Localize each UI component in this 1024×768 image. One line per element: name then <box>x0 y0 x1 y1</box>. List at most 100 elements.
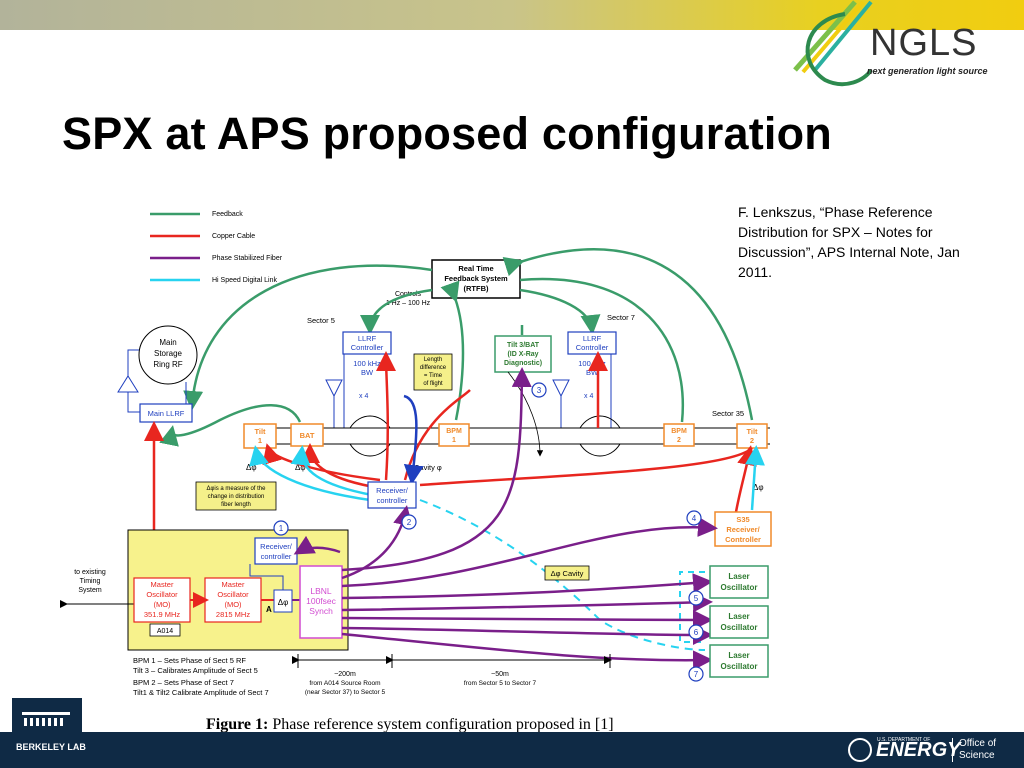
main-llrf-label: Main LLRF <box>148 409 185 418</box>
doe-logo: ENERGY <box>848 735 960 765</box>
office-line2: Science <box>959 750 995 761</box>
dphi-cavity-note <box>544 565 590 581</box>
cavity-phi-label: Cavity φ <box>414 463 442 472</box>
svg-text:Oscillator: Oscillator <box>217 590 249 599</box>
doe-small-text: U.S. DEPARTMENT OF <box>877 737 931 743</box>
svg-text:Receiver/: Receiver/ <box>376 486 409 495</box>
svg-text:Tilt: Tilt <box>746 427 758 436</box>
controls-rate: 1 Hz – 100 Hz <box>386 300 431 307</box>
tilt3-bat-box <box>494 335 552 373</box>
legend: Feedback Copper Cable Phase Stabilized F… <box>150 211 283 284</box>
svg-text:change in distribution: change in distribution <box>208 494 265 500</box>
svg-text:Oscillator: Oscillator <box>146 590 178 599</box>
svg-text:fiber length: fiber length <box>221 502 251 508</box>
figure-caption: Figure 1: Phase reference system configu… <box>206 716 614 734</box>
svg-text:1: 1 <box>279 524 284 533</box>
dphi-bat: Δφ <box>295 463 306 472</box>
svg-text:Tilt 3/BAT: Tilt 3/BAT <box>507 342 540 349</box>
svg-text:6: 6 <box>694 628 699 637</box>
svg-text:2: 2 <box>677 437 681 444</box>
svg-text:Storage: Storage <box>154 349 183 358</box>
svg-text:A014: A014 <box>157 628 173 635</box>
bpm1-box <box>438 423 470 447</box>
svg-text:Laser: Laser <box>728 612 749 621</box>
llrf5-bw1: 100 kHz <box>353 359 381 368</box>
office-of-science: Office of Science <box>952 738 996 762</box>
svg-text:(MO): (MO) <box>153 600 171 609</box>
svg-text:Receiver/: Receiver/ <box>726 525 760 534</box>
rtfb-line1: Real Time <box>458 264 493 273</box>
laser-oscillator-3 <box>709 644 769 678</box>
a014-box <box>149 623 181 637</box>
svg-text:Receiver/: Receiver/ <box>260 542 293 551</box>
ngls-wordmark: NGLS <box>870 22 978 64</box>
legend-copper: Copper Cable <box>212 233 255 240</box>
note-tilt3: Tilt 3 – Calibrates Amplitude of Sect 5 <box>133 666 258 675</box>
svg-text:~200m: ~200m <box>334 671 356 678</box>
legend-feedback: Feedback <box>212 211 243 218</box>
svg-text:A: A <box>266 605 272 614</box>
svg-text:LBNL: LBNL <box>310 586 332 596</box>
svg-text:1: 1 <box>258 436 262 445</box>
caption-label: Figure 1: <box>206 716 269 733</box>
legend-digital: Hi Speed Digital Link <box>212 277 277 284</box>
receiver-source-box <box>254 537 298 565</box>
svg-text:controller: controller <box>377 496 408 505</box>
svg-text:Oscillator: Oscillator <box>721 583 758 592</box>
ngls-logo <box>785 0 1024 100</box>
dphi-tilt1: Δφ <box>246 463 257 472</box>
svg-text:3: 3 <box>537 386 542 395</box>
tilt2-box <box>736 423 768 449</box>
ngls-swoosh-icon <box>793 0 873 87</box>
svg-text:Synch: Synch <box>309 606 333 616</box>
svg-text:System: System <box>78 587 102 594</box>
svg-text:Ring RF: Ring RF <box>153 360 182 369</box>
svg-text:Controller: Controller <box>725 535 761 544</box>
svg-text:Laser: Laser <box>728 651 749 660</box>
svg-text:Δφis a measure of the: Δφis a measure of the <box>207 486 267 492</box>
legend-fiber: Phase Stabilized Fiber <box>212 255 283 262</box>
svg-text:Master: Master <box>222 580 245 589</box>
svg-text:2: 2 <box>407 518 412 527</box>
svg-text:351.9 MHz: 351.9 MHz <box>144 610 181 619</box>
svg-text:BAT: BAT <box>300 431 315 440</box>
llrf5-bw2: BW <box>361 368 374 377</box>
step-markers: 1 2 3 4 5 6 7 <box>273 382 704 682</box>
s35-receiver-box <box>714 511 772 547</box>
svg-text:controller: controller <box>261 552 292 561</box>
length-diff-note <box>413 353 453 391</box>
svg-text:1: 1 <box>452 437 456 444</box>
doe-energy-text: ENERGY <box>876 738 961 761</box>
dphi-note <box>195 481 277 511</box>
svg-text:2: 2 <box>750 436 754 445</box>
sector7-label: Sector 7 <box>607 313 635 322</box>
rtfb-line2: Feedback System <box>444 274 508 283</box>
lbnl-synch-box <box>299 565 343 639</box>
rtfb-line3: (RTFB) <box>464 284 489 293</box>
note-bpm1: BPM 1 – Sets Phase of Sect 5 RF <box>133 656 246 665</box>
svg-text:BPM: BPM <box>671 428 687 435</box>
berkeley-lab-logo <box>12 698 82 756</box>
svg-text:Δφ Cavity: Δφ Cavity <box>551 569 584 578</box>
citation: F. Lenkszus, “Phase Reference Distributi… <box>738 204 960 280</box>
svg-text:(ID X-Ray: (ID X-Ray <box>507 351 538 358</box>
svg-text:Length: Length <box>424 357 442 363</box>
svg-text:difference: difference <box>420 365 447 371</box>
svg-text:Δφ: Δφ <box>278 598 289 607</box>
berkeley-building-icon <box>22 712 70 726</box>
llrf7-line2: Controller <box>576 343 609 352</box>
laser-oscillator-1 <box>709 565 769 599</box>
llrf7-bw1: 100 kHz <box>578 359 606 368</box>
berkeley-lab-text: BERKELEY LAB <box>16 742 86 752</box>
svg-text:5: 5 <box>694 594 699 603</box>
caption-text: Phase reference system configuration pro… <box>272 716 614 733</box>
svg-text:(MO): (MO) <box>224 600 242 609</box>
ngls-tagline: next generation light source <box>867 66 988 76</box>
laser-oscillator-2 <box>709 605 769 639</box>
svg-text:Diagnostic): Diagnostic) <box>504 360 542 367</box>
llrf7-x4: x 4 <box>584 393 593 400</box>
main-llrf-box <box>139 403 193 423</box>
llrf-sector5-box <box>342 331 392 355</box>
svg-text:Main: Main <box>159 338 176 347</box>
